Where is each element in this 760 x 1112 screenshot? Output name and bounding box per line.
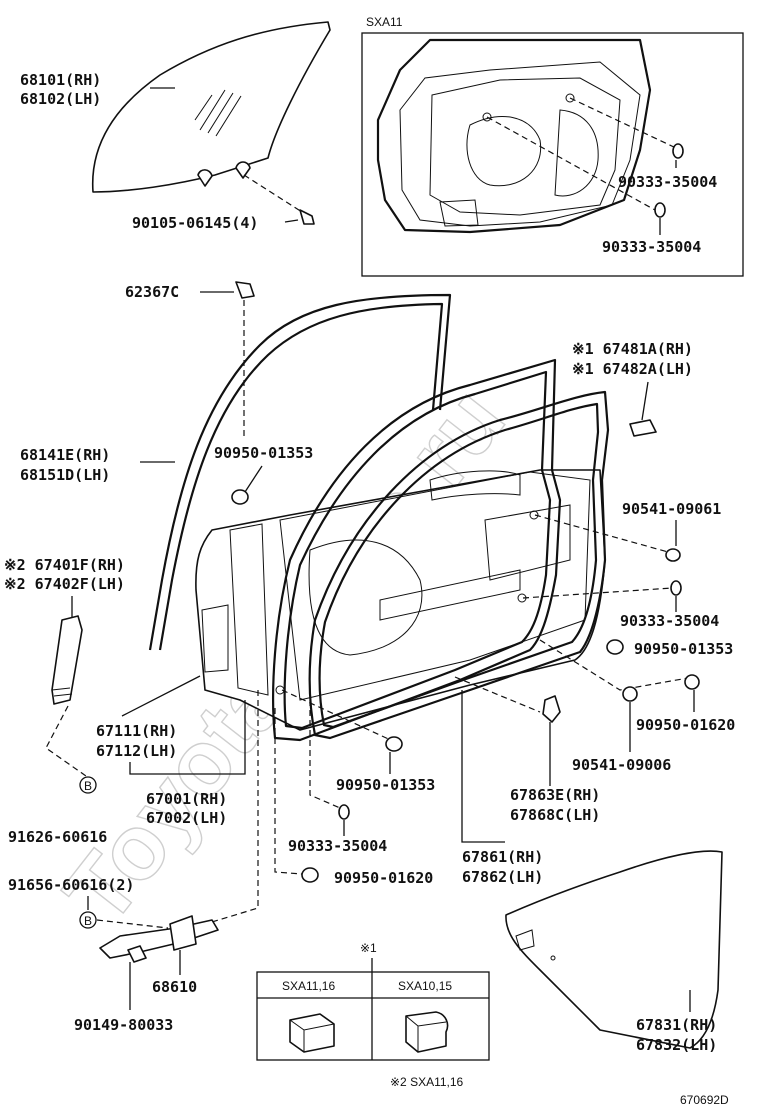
glass-run-channel: 62367C 68141E(RH) 68151D(LH) 90950-01353 [20,281,452,651]
label-plug-90541-09006: 90541-09006 [572,756,671,774]
label-frame-lh: 67112(LH) [96,742,177,760]
label-channel-lh: 68151D(LH) [20,466,110,484]
label-plug-lower: 90333-35004 [288,837,387,855]
label-channel-rh: 68141E(RH) [20,446,110,464]
label-check-arm: 68610 [152,978,197,996]
marker-b-upper [79,776,97,794]
clip-right-icon [606,639,624,655]
label-plug-90950-01620-lower: 90950-01620 [334,869,433,887]
inset-callout-1: 90333-35004 [618,173,717,191]
door-glass: 68101(RH) 68102(LH) 90105-06145(4) [20,21,331,232]
block-type-2-icon [405,1011,449,1053]
label-bolt-glass: 90105-06145(4) [132,214,258,232]
label-bolt-90149: 90149-80033 [74,1016,173,1034]
label-mark1-lh: ※1 67482A(LH) [572,360,693,378]
label-mark1-rh: ※1 67481A(RH) [572,340,693,358]
inset-title: SXA11 [366,15,403,29]
door-check-assembly: 91656-60616(2) B 68610 90149-80033 [8,876,219,1034]
footnote: ※2 SXA11,16 [390,1075,464,1089]
label-plug-right: 90333-35004 [620,612,719,630]
marker-b-upper-text: B [84,779,92,793]
inset-plug-1 [672,143,684,159]
label-weather-lh: 67862(LH) [462,868,543,886]
label-reinf-lh: ※2 67402F(LH) [4,575,125,593]
inset-leader-1 [486,116,656,211]
label-weather-rh: 67861(RH) [462,848,543,866]
label-seal-lh: 67868C(LH) [510,806,600,824]
label-door-lh: 67002(LH) [146,809,227,827]
inset-door-illustration [376,38,652,234]
plug-90541-09061-icon [665,548,681,562]
marker-b-lower [79,911,97,929]
service-hole-cover: 67831(RH) 67832(LH) [505,850,723,1054]
seal-clip-icon [542,695,561,723]
mark1-block-icon [629,419,657,437]
plug-90541-09006-icon [622,686,638,702]
label-door-rh: 67001(RH) [146,790,227,808]
plug-90950-01620-right-icon [684,674,700,690]
check-bolt-icon [127,945,147,963]
label-glass-rh: 68101(RH) [20,71,101,89]
label-bolt-91656: 91656-60616(2) [8,876,134,894]
label-plug-90950-01620-right: 90950-01620 [636,716,735,734]
label-seal-rh: 67863E(RH) [510,786,600,804]
label-glass-lh: 68102(LH) [20,90,101,108]
block-type-1-icon [289,1013,335,1053]
reinforcement-icon [51,615,83,705]
inset-frame [361,32,744,277]
inset-leader-2 [569,97,677,149]
glass-bolt-icon [299,209,315,225]
right-callouts: ※1 67481A(RH) ※1 67482A(LH) 90541-09061 … [454,340,735,886]
note-table-col2: SXA10,15 [398,979,452,993]
label-plug-90541-09061: 90541-09061 [622,500,721,518]
plug-90950-01620-lower-icon [301,867,319,883]
clip-lower-icon [385,736,403,752]
label-bolt-91626: 91626-60616 [8,828,107,846]
clip-upper-icon [231,489,249,505]
figure-id: 670692D [680,1093,729,1107]
door-weatherstrip [272,358,610,742]
note-table-col1: SXA11,16 [282,979,335,993]
inset-callout-2: 90333-35004 [602,238,701,256]
label-cover-rh: 67831(RH) [636,1016,717,1034]
marker-b-lower-text: B [84,914,92,928]
label-cushion: 62367C [125,283,179,301]
note-table-mark: ※1 [360,941,377,955]
plug-lower-icon [338,804,350,820]
label-frame-rh: 67111(RH) [96,722,177,740]
label-reinf-rh: ※2 67401F(RH) [4,556,125,574]
plug-90333-right-icon [670,580,682,596]
left-callouts: ※2 67401F(RH) ※2 67402F(LH) B 91626-6061… [4,556,435,923]
label-clip-right: 90950-01353 [634,640,733,658]
cushion-icon [235,281,255,299]
label-clip-upper: 90950-01353 [214,444,313,462]
inset-plug-2 [654,202,666,218]
label-clip-lower: 90950-01353 [336,776,435,794]
label-cover-lh: 67832(LH) [636,1036,717,1054]
inset-panel: SXA11 90333-35004 90333-35004 [361,15,744,277]
note-table: ※1 SXA11,16 SXA10,15 ※2 SXA11,16 [256,941,490,1089]
